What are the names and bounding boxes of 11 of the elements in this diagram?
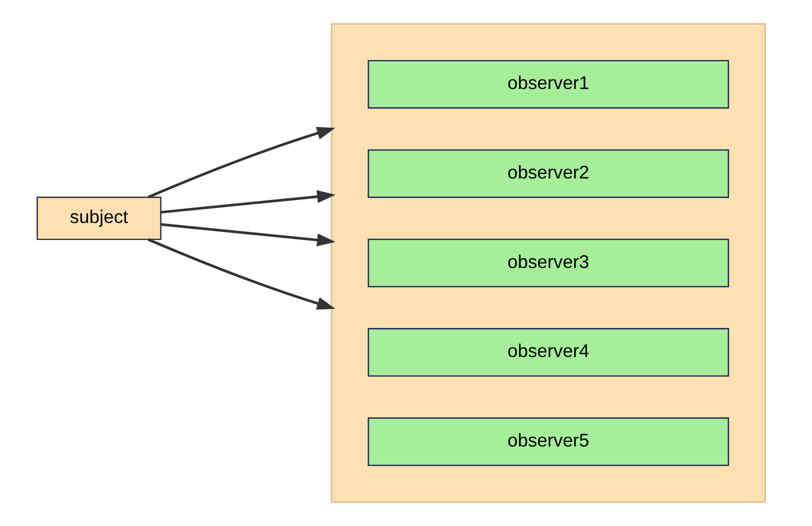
node-box: observer4 (367, 328, 729, 377)
node-box: observer2 (367, 149, 729, 198)
arrow (147, 238, 335, 310)
arrow (160, 190, 336, 214)
cluster (330, 23, 766, 503)
node-box: subject (36, 196, 161, 240)
arrow (160, 223, 336, 246)
node-box: observer3 (367, 238, 729, 288)
node-box: observer1 (367, 60, 729, 109)
node-box: observer5 (367, 417, 729, 466)
arrow (147, 126, 335, 198)
